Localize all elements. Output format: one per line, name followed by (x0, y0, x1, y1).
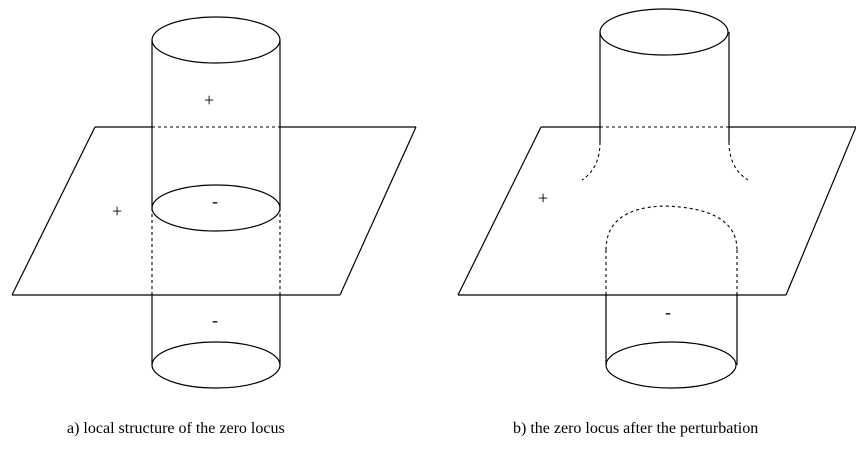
sign-upper-cylinder-a: + (204, 90, 214, 110)
hidden-cylinder-section-a (151, 208, 281, 295)
upper-junction-curves-b (581, 141, 749, 181)
lower-arch-b (605, 205, 738, 251)
plane-a (11, 126, 417, 296)
lower-cylinder-b (605, 295, 738, 389)
lower-cylinder-a (151, 295, 281, 389)
hidden-lower-walls-b (605, 250, 738, 295)
sign-lower-cylinder-a: - (212, 310, 218, 330)
sign-plane-b: + (538, 188, 548, 208)
sign-disc-a: - (212, 191, 218, 211)
panel-a: + + - - (11, 16, 417, 389)
sign-lower-cylinder-b: - (665, 302, 671, 322)
upper-cylinder-b (599, 8, 730, 142)
panel-b: + - (457, 8, 856, 389)
caption-a: a) local structure of the zero locus (67, 420, 285, 437)
caption-b: b) the zero locus after the perturbation (513, 420, 759, 437)
sign-plane-a: + (112, 201, 122, 221)
plane-b (457, 126, 856, 296)
upper-cylinder-a (151, 16, 281, 208)
